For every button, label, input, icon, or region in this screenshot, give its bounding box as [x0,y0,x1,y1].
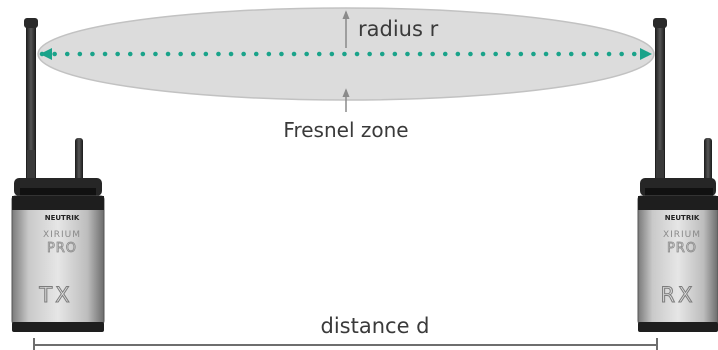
rx-brand-label: NEUTRIK [665,214,700,222]
tx-role-label: TX [38,283,72,307]
radius-label: radius r [358,17,439,41]
distance-label: distance d [321,314,430,338]
rx-product-line1: XIRIUM [663,230,701,240]
rx-device: NEUTRIK XIRIUM PRO RX [637,18,718,332]
rx-product-line2: PRO [667,241,697,256]
link-arrowhead-left [40,48,52,60]
tx-product-line1: XIRIUM [43,230,81,240]
fresnel-zone-label: Fresnel zone [283,118,408,142]
tx-product-line2: PRO [47,241,77,256]
tx-short-antenna [75,138,83,186]
rx-short-antenna [704,138,712,186]
tx-brand-label: NEUTRIK [45,214,80,222]
tx-device: NEUTRIK XIRIUM PRO TX [11,18,105,332]
link-arrowhead-right [640,48,652,60]
rx-role-label: RX [661,283,696,307]
